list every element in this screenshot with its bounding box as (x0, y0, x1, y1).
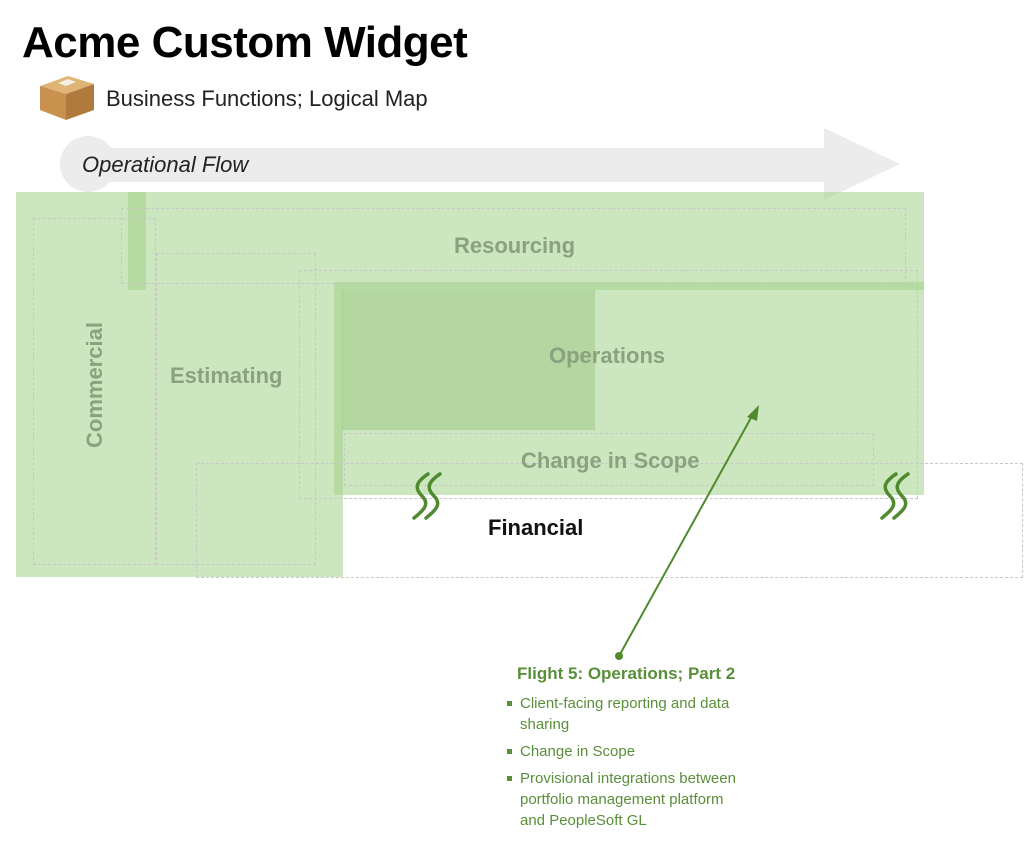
label-commercial: Commercial (82, 322, 107, 448)
page-title: Acme Custom Widget (22, 18, 468, 67)
label-change-in-scope: Change in Scope (521, 448, 700, 473)
label-operations: Operations (549, 343, 666, 368)
outline-change-in-scope (344, 433, 874, 486)
cardboard-box-icon (36, 72, 96, 122)
operational-flow-arrow (58, 126, 902, 202)
area-estimating (146, 290, 343, 577)
callout-list: Client-facing reporting and data sharing… (507, 693, 737, 837)
page-subtitle: Business Functions; Logical Map (106, 86, 428, 111)
callout-title: Flight 5: Operations; Part 2 (517, 664, 736, 683)
outline-operations (299, 270, 918, 499)
callout-item: Provisional integrations between portfol… (507, 768, 737, 831)
wave-squiggle-icon (408, 470, 448, 522)
label-financial: Financial (488, 515, 584, 540)
wave-squiggle-icon (876, 470, 916, 522)
outline-commercial (33, 218, 156, 565)
area-commercial (16, 192, 146, 577)
flow-label: Operational Flow (82, 152, 249, 177)
label-estimating: Estimating (170, 363, 283, 388)
area-operations-overlap (342, 290, 595, 430)
outline-resourcing (121, 208, 906, 284)
outline-estimating (156, 253, 316, 565)
label-resourcing: Resourcing (454, 233, 576, 258)
callout-item: Client-facing reporting and data sharing (507, 693, 737, 735)
callout-item: Change in Scope (507, 741, 737, 762)
outline-financial (196, 463, 1023, 578)
